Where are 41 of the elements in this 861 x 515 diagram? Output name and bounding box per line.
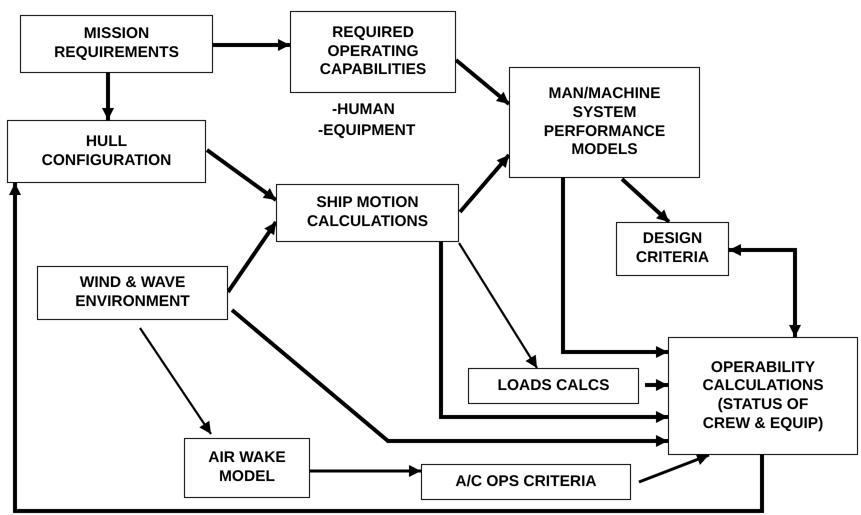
process-box: [668, 337, 858, 455]
box-label: WIND & WAVE ENVIRONMENT: [74, 274, 191, 312]
arrow: [213, 39, 290, 51]
process-box: [7, 120, 206, 183]
arrow: [561, 178, 668, 358]
process-box: [290, 11, 456, 93]
arrow: [729, 244, 801, 337]
process-box: [20, 15, 213, 73]
list-item: -EQUIPMENT: [318, 121, 416, 141]
process-box: [421, 464, 631, 500]
box-label: SHIP MOTION CALCULATIONS: [306, 194, 430, 232]
box-label: LOADS CALCS: [498, 376, 610, 396]
process-box: [616, 222, 729, 276]
arrow: [458, 242, 538, 369]
arrow: [102, 73, 114, 120]
arrow: [226, 220, 278, 294]
arrow: [620, 178, 670, 224]
process-box: [468, 368, 639, 404]
box-label: HULL CONFIGURATION: [40, 132, 172, 170]
arrow: [206, 148, 278, 202]
process-box: [509, 67, 700, 178]
arrow: [458, 154, 511, 214]
process-box: [276, 184, 459, 242]
arrow: [139, 327, 212, 435]
list-item: -HUMAN: [331, 100, 395, 120]
arrow: [230, 308, 668, 447]
box-label: MAN/MACHINE SYSTEM PERFORMANCE MODELS: [542, 85, 666, 160]
process-box: [37, 266, 228, 320]
box-label: MISSION REQUIREMENTS: [53, 25, 180, 63]
arrow: [310, 465, 421, 477]
arrow: [454, 58, 510, 106]
arrow: [645, 379, 668, 391]
box-label: DESIGN CRITERIA: [634, 230, 710, 268]
box-label: A/C OPS CRITERIA: [455, 472, 597, 492]
box-label: REQUIRED OPERATING CAPABILITIES: [318, 24, 428, 80]
box-label: AIR WAKE MODEL: [207, 449, 287, 487]
arrow: [9, 183, 764, 513]
arrow: [638, 454, 710, 484]
box-label: OPERABILITY CALCULATIONS (STATUS OF CREW & EQUIP): [701, 358, 825, 434]
arrow: [439, 242, 668, 423]
process-box: [184, 438, 310, 498]
